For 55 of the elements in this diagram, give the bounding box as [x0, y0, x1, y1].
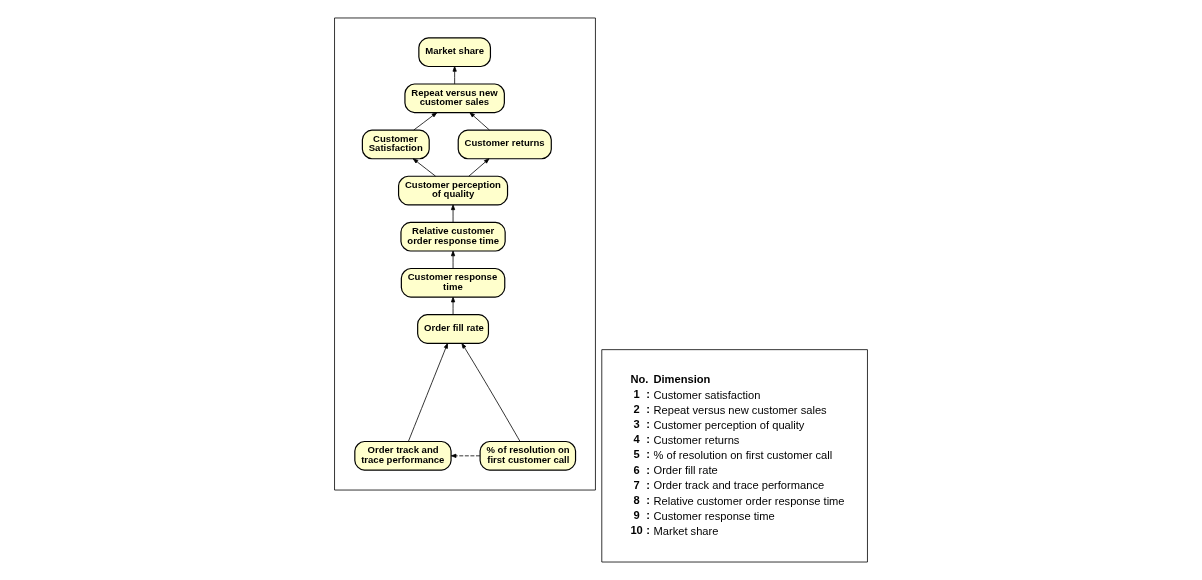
node-box: Repeat versus new customer sales: [404, 83, 505, 114]
node-box: Customer response time: [400, 267, 506, 298]
label: Customer returns: [653, 434, 740, 447]
label: Customer satisfaction: [653, 388, 761, 401]
arrow: [413, 112, 438, 131]
label: Dimension: [653, 372, 711, 385]
label: :: [646, 478, 651, 491]
arrow: [469, 112, 490, 131]
label: Customer response time: [653, 509, 775, 522]
arrow: [412, 158, 436, 177]
label: :: [646, 508, 651, 521]
arrow: [451, 296, 456, 315]
arrow: [408, 343, 448, 442]
label: :: [646, 403, 651, 416]
label: 1: [633, 387, 640, 400]
label: :: [646, 433, 651, 446]
arrow: [451, 204, 456, 223]
label: Market share: [653, 524, 719, 537]
label: 3: [633, 418, 640, 431]
arrow: [461, 343, 521, 442]
arrow: [468, 158, 490, 177]
label: :: [646, 523, 651, 536]
arrow: [450, 453, 481, 458]
node-box: Order fill rate: [417, 314, 490, 344]
label: :: [646, 463, 651, 476]
label: :: [646, 418, 651, 431]
label: Repeat versus new customer sales: [653, 403, 827, 416]
label: No.: [630, 372, 649, 385]
node-box: [601, 349, 868, 563]
label: 10: [630, 523, 643, 536]
label: 2: [633, 403, 640, 416]
node-box: Order track and trace performance: [354, 440, 452, 471]
label: 6: [633, 463, 640, 476]
label: Order fill rate: [653, 464, 718, 477]
arrow: [452, 66, 457, 85]
label: Relative customer order response time: [653, 494, 845, 507]
label: 5: [633, 448, 640, 461]
arrow: [451, 250, 456, 269]
node-box: Relative customer order response time: [400, 221, 506, 252]
node-box: Customer Satisfaction: [361, 129, 430, 160]
node-box: Customer perception of quality: [397, 175, 509, 206]
label: Customer perception of quality: [653, 418, 805, 431]
label: :: [646, 387, 651, 400]
node-box: Market share: [418, 37, 492, 68]
label: 8: [633, 493, 640, 506]
node-box: % of resolution on first customer call: [479, 440, 577, 471]
node-box: Customer returns: [457, 129, 552, 160]
label: 7: [633, 478, 640, 491]
label: 9: [633, 508, 640, 521]
label: :: [646, 493, 651, 506]
cluster: [334, 17, 596, 491]
label: :: [646, 448, 651, 461]
label: Order track and trace performance: [653, 479, 825, 492]
label: % of resolution on first customer call: [653, 449, 833, 462]
label: 4: [633, 433, 640, 446]
